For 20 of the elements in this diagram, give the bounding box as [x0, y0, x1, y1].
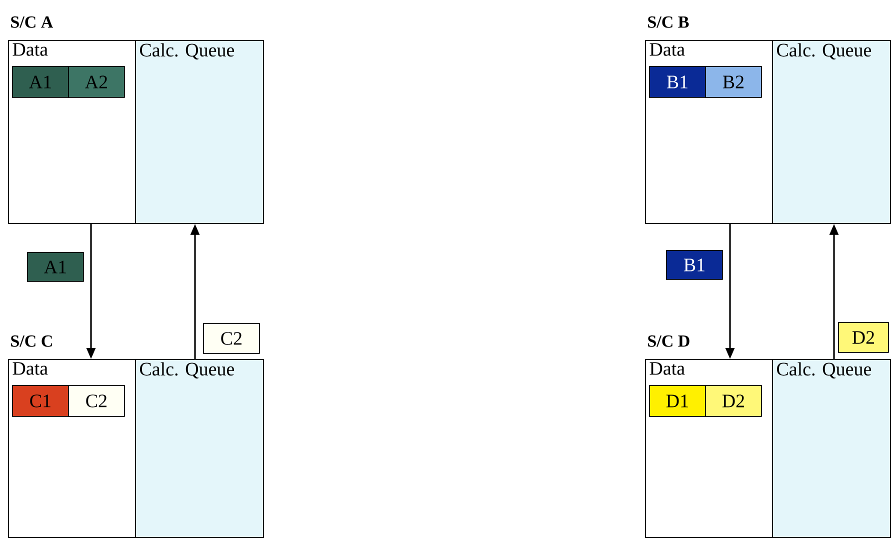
queue-panel: Calc. Queue: [772, 359, 891, 538]
data-cell: B2: [705, 66, 762, 98]
data-cell: B1: [649, 66, 706, 98]
packet-box: C2: [203, 323, 260, 354]
packet-box: B1: [666, 250, 723, 280]
queue-panel: Calc. Queue: [135, 40, 264, 224]
packet-box: A1: [27, 252, 84, 282]
node-label: S/C A: [11, 16, 54, 28]
data-cell: A1: [12, 66, 69, 98]
packet-box: D2: [838, 322, 889, 353]
queue-panel: Calc. Queue: [772, 40, 891, 224]
data-cell: C1: [12, 385, 69, 417]
node-label: S/C C: [11, 335, 52, 347]
data-cell: D2: [705, 385, 762, 417]
node-label: S/C D: [648, 335, 690, 347]
data-cell: D1: [649, 385, 706, 417]
data-cell: A2: [68, 66, 125, 98]
node-label: S/C B: [648, 16, 689, 28]
queue-panel: Calc. Queue: [135, 359, 264, 538]
data-cell: C2: [68, 385, 125, 417]
